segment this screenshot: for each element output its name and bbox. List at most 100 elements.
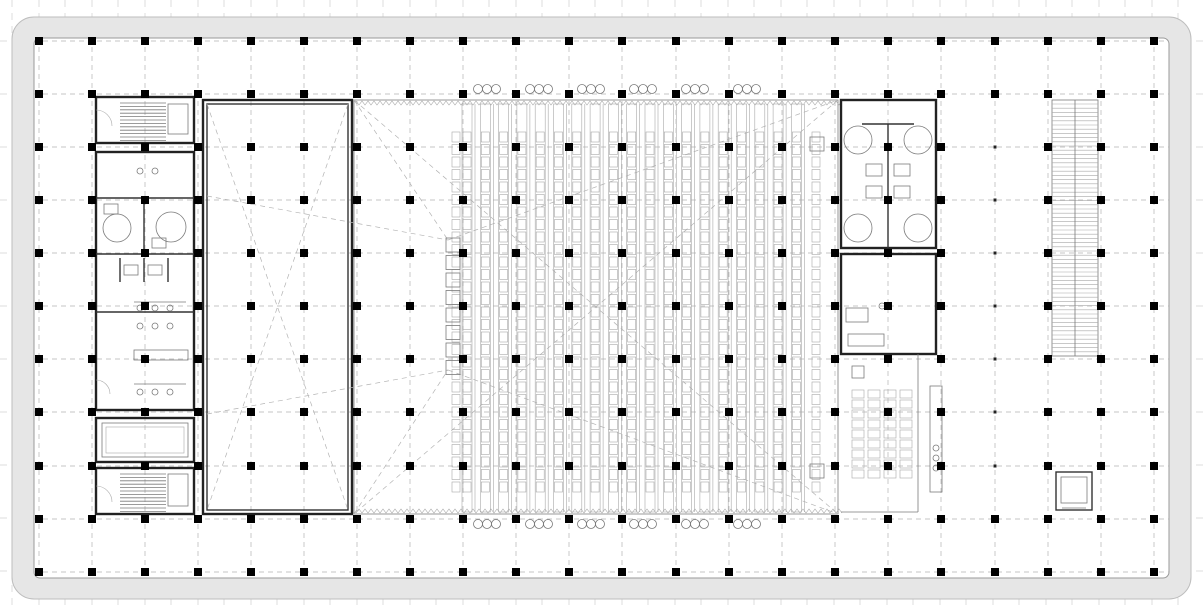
seat [700, 394, 710, 405]
square-column-icon [35, 196, 43, 204]
seat [773, 381, 783, 393]
wheelchair-icon [445, 237, 461, 253]
square-column-icon [1044, 143, 1052, 151]
seat [737, 156, 746, 168]
square-column-icon [937, 302, 945, 310]
seat [627, 394, 637, 405]
seat [554, 219, 563, 230]
seat [554, 419, 563, 430]
seat [499, 181, 508, 193]
seat [480, 281, 490, 293]
square-column-icon [459, 302, 467, 310]
seat [451, 381, 461, 393]
seat [499, 419, 508, 430]
seat [609, 381, 618, 393]
seat [663, 169, 673, 180]
seat [700, 481, 710, 493]
seat [535, 319, 545, 330]
seat [499, 369, 508, 380]
seat [480, 306, 490, 318]
seat [737, 206, 746, 218]
seat [645, 194, 655, 205]
seat [700, 281, 710, 293]
wheelchair-icon [809, 463, 825, 479]
seat [811, 406, 821, 418]
seat [851, 389, 865, 399]
seat [499, 269, 508, 280]
seat [499, 144, 508, 155]
seat [572, 431, 582, 443]
seat-row [681, 103, 692, 513]
seat [517, 331, 527, 343]
seat [682, 194, 691, 205]
seat [627, 444, 637, 455]
seat [851, 459, 865, 469]
square-column-icon [1044, 196, 1052, 204]
square-column-icon [512, 249, 520, 257]
seat [535, 356, 545, 368]
seat [811, 294, 821, 305]
seat [663, 256, 673, 268]
square-column-icon [247, 355, 255, 363]
seat [663, 131, 673, 143]
square-column-icon [459, 355, 467, 363]
seat [700, 369, 710, 380]
seat [517, 294, 527, 305]
seat [554, 281, 563, 293]
lobby-seat [647, 84, 657, 94]
square-column-icon [459, 143, 467, 151]
seat [700, 144, 710, 155]
square-column-icon [194, 90, 202, 98]
seat [718, 181, 728, 193]
square-column-icon [247, 568, 255, 576]
square-column-icon [194, 196, 202, 204]
square-column-icon [725, 143, 733, 151]
seat [700, 194, 710, 205]
square-column-icon [247, 90, 255, 98]
square-column-icon [1150, 408, 1158, 416]
seat [480, 244, 490, 255]
seat [609, 231, 618, 243]
seat [554, 306, 563, 318]
seat [499, 294, 508, 305]
seat [663, 206, 673, 218]
seat [755, 269, 765, 280]
seat [554, 181, 563, 193]
square-column-icon [141, 196, 149, 204]
seat [700, 356, 710, 368]
acoustic-edge-top [355, 100, 843, 106]
seat [737, 194, 746, 205]
square-column-icon [300, 408, 308, 416]
square-column-icon [565, 90, 573, 98]
seat [682, 294, 691, 305]
square-column-icon [937, 196, 945, 204]
seat [462, 369, 472, 380]
seat [700, 331, 710, 343]
square-column-icon [1044, 462, 1052, 470]
seat [480, 331, 490, 343]
toilet-icon [893, 185, 911, 199]
seat [627, 469, 637, 480]
seat [499, 256, 508, 268]
seat [554, 444, 563, 455]
square-column-icon [459, 37, 467, 45]
seat [451, 481, 461, 493]
square-column-icon [725, 515, 733, 523]
seat [737, 256, 746, 268]
seat [773, 131, 783, 143]
seat [645, 419, 655, 430]
lobby-seat [647, 519, 657, 529]
seat [773, 231, 783, 243]
seat [462, 281, 472, 293]
seat [792, 156, 801, 168]
seat [590, 469, 600, 480]
seat [480, 219, 490, 230]
square-column-icon [884, 90, 892, 98]
seat [645, 219, 655, 230]
seat [792, 294, 801, 305]
seat [572, 281, 582, 293]
seat [451, 206, 461, 218]
seat [811, 381, 821, 393]
seat [755, 256, 765, 268]
square-column-icon [353, 37, 361, 45]
